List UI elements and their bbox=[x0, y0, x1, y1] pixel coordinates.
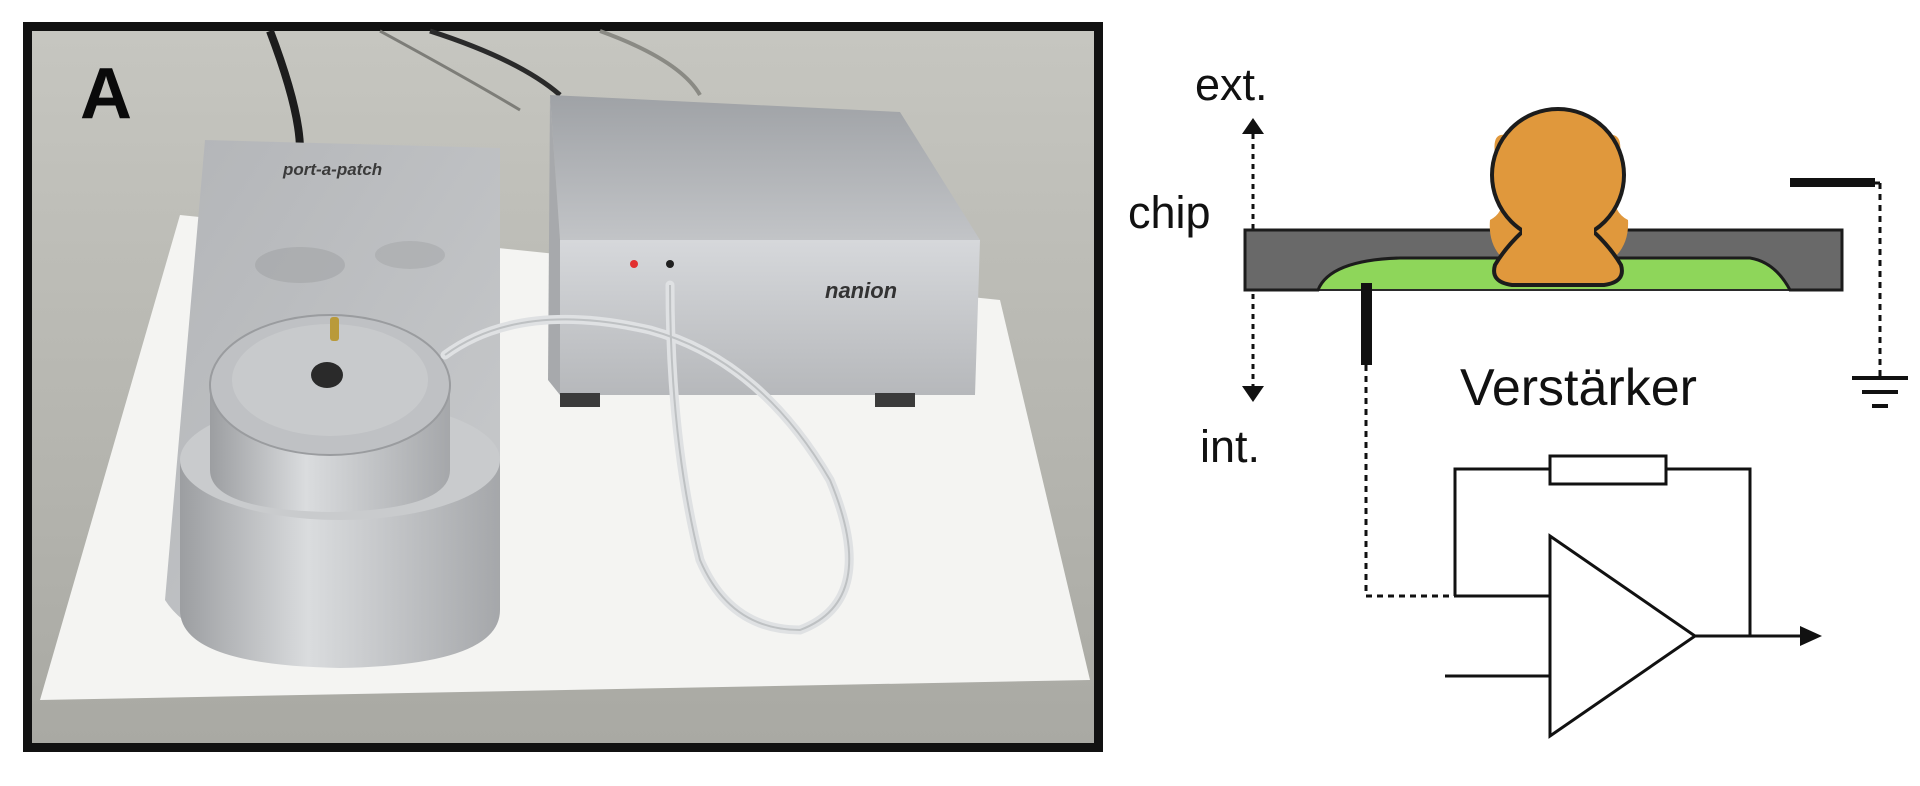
cell-patch bbox=[1492, 230, 1624, 287]
connector-port bbox=[666, 260, 674, 268]
black-cable bbox=[266, 29, 304, 151]
port-a-patch-logo: port-a-patch bbox=[282, 160, 382, 179]
dark-cable bbox=[429, 28, 562, 97]
photo-panel: nanion port-a-patch A bbox=[23, 22, 1103, 752]
schematic-panel: ext. chip int. Verstärker bbox=[1128, 59, 1908, 739]
box-foot-right bbox=[875, 393, 915, 407]
feedback-right bbox=[1666, 467, 1752, 636]
electrode-pin bbox=[330, 317, 339, 341]
suction-tube-edge bbox=[444, 284, 851, 632]
port-a-patch-device: port-a-patch bbox=[165, 140, 500, 668]
chamber-hole bbox=[311, 362, 343, 388]
label-chip: chip bbox=[1128, 187, 1211, 238]
cell-neck bbox=[1522, 225, 1594, 241]
base-cylinder bbox=[180, 460, 500, 668]
output-arrow-head bbox=[1800, 626, 1822, 646]
nanion-logo: nanion bbox=[825, 278, 897, 303]
label-int: int. bbox=[1200, 421, 1260, 472]
grey-cable-2 bbox=[379, 29, 521, 112]
grey-cable bbox=[599, 29, 702, 97]
label-amplifier: Verstärker bbox=[1460, 359, 1697, 417]
external-electrode bbox=[1790, 178, 1875, 187]
chip bbox=[1243, 228, 1844, 292]
amplifier-box: nanion bbox=[548, 95, 980, 407]
arrow-up-head bbox=[1242, 118, 1264, 134]
panel-label: A bbox=[80, 54, 132, 134]
feedback-left bbox=[1453, 467, 1550, 596]
internal-electrode bbox=[1361, 283, 1372, 365]
arrow-down-head bbox=[1242, 386, 1264, 402]
op-amp-triangle bbox=[1548, 533, 1698, 739]
feedback-resistor bbox=[1548, 454, 1668, 486]
dust-mark bbox=[255, 247, 345, 283]
dust-mark-2 bbox=[375, 241, 445, 269]
box-foot-left bbox=[560, 393, 600, 407]
label-ext: ext. bbox=[1195, 59, 1268, 110]
cell-body bbox=[1490, 107, 1626, 243]
amplifier-box-front bbox=[560, 240, 980, 395]
power-led bbox=[630, 260, 638, 268]
amplifier-box-top bbox=[550, 95, 980, 240]
